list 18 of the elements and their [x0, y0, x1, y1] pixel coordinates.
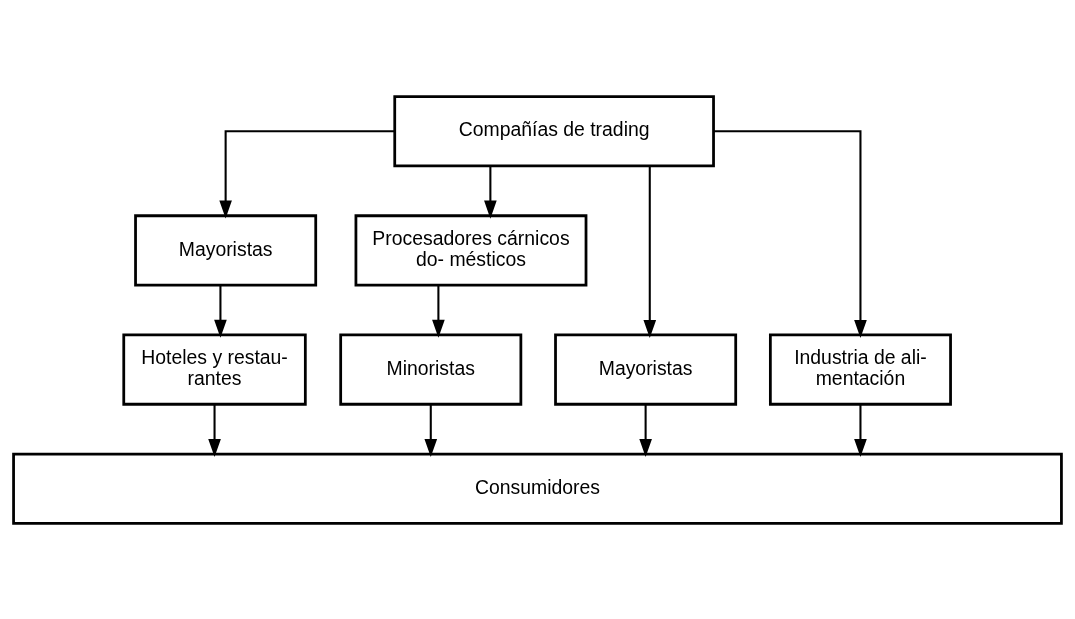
- arrow: [432, 285, 445, 338]
- arrow: [208, 404, 221, 457]
- arrow: [219, 129, 395, 218]
- node-box: Mayoristas: [134, 213, 318, 286]
- node-box: Mayoristas: [554, 333, 738, 406]
- arrow: [424, 404, 438, 457]
- arrow: [643, 165, 657, 338]
- node-box: Procesadores cárnicos do- mésticos: [354, 213, 588, 286]
- node-box: Industria de ali- mentación: [768, 333, 952, 406]
- arrow: [214, 285, 227, 338]
- arrow: [484, 165, 497, 219]
- arrow: [854, 404, 867, 457]
- node-box: Hoteles y restau- rantes: [122, 333, 307, 406]
- node-box: Compañías de trading: [393, 94, 715, 167]
- arrow: [639, 404, 652, 457]
- node-box: Minoristas: [339, 333, 523, 406]
- node-box: Consumidores: [12, 452, 1063, 525]
- arrow: [713, 129, 867, 338]
